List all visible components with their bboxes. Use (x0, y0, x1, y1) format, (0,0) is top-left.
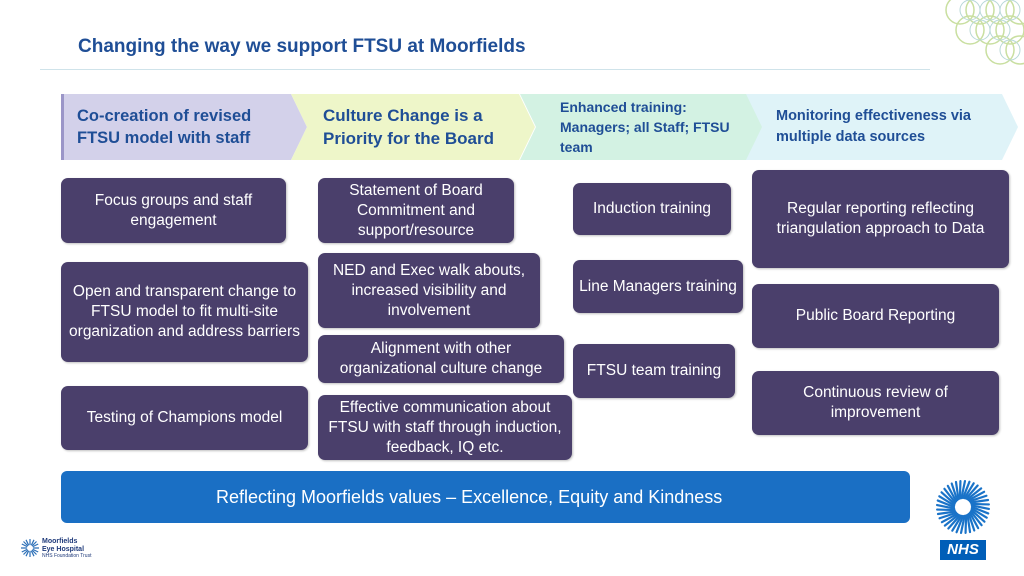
chevron-label: Culture Change is a Priority for the Boa… (323, 106, 494, 148)
item-public-board-reporting: Public Board Reporting (752, 284, 999, 348)
sunburst-ray (970, 502, 990, 506)
moorfields-logo-text: Moorfields Eye Hospital NHS Foundation T… (42, 538, 91, 561)
item-ned-exec-walkabouts: NED and Exec walk abouts, increased visi… (318, 253, 540, 328)
nhs-sunburst-icon (935, 479, 991, 535)
sunburst-ray (954, 480, 960, 501)
chevron-monitoring: Monitoring effectiveness via multiple da… (746, 94, 1018, 160)
nhs-badge: NHS (940, 540, 986, 560)
sunburst-ray (936, 510, 957, 516)
sunburst-ray (967, 490, 986, 502)
chevron-shape (520, 94, 764, 160)
item-culture-alignment: Alignment with other organizational cult… (318, 335, 564, 383)
chevron-label: Co-creation of revised FTSU model with s… (77, 107, 252, 147)
sunburst-ray (938, 495, 956, 507)
moorfields-emblem-icon (21, 539, 39, 557)
item-ftsu-team-training: FTSU team training (573, 344, 735, 398)
sunburst-ray (955, 514, 965, 534)
chevron-label: Monitoring effectiveness via multiple da… (776, 108, 971, 145)
item-open-transparent-change: Open and transparent change to FTSU mode… (61, 262, 308, 362)
sunburst-ray (963, 482, 975, 500)
item-testing-champions: Testing of Champions model (61, 386, 308, 450)
values-banner: Reflecting Moorfields values – Excellenc… (61, 471, 910, 523)
chevron-culture-change: Culture Change is a Priority for the Boa… (291, 94, 535, 160)
sunburst-ray (966, 513, 972, 534)
sunburst-ray (936, 508, 956, 512)
sunburst-ray (938, 511, 958, 520)
sunburst-ray (969, 510, 983, 527)
sunburst-ray (967, 512, 976, 532)
chevron-label: Enhanced training: Managers; all Staff; … (560, 99, 730, 155)
moorfields-logo: Moorfields Eye Hospital NHS Foundation T… (20, 538, 91, 563)
sunburst-ray (966, 487, 983, 501)
chevron-cocreation: Co-creation of revised FTSU model with s… (61, 94, 307, 160)
sunburst-ray (943, 487, 957, 504)
sunburst-ray (968, 494, 988, 503)
sunburst-ray (946, 484, 958, 503)
logo-line3: NHS Foundation Trust (42, 553, 92, 559)
item-regular-reporting: Regular reporting reflecting triangulati… (752, 170, 1009, 268)
chevron-training: Enhanced training: Managers; all Staff; … (520, 94, 764, 160)
logo-line2: Eye Hospital (42, 545, 85, 553)
sunburst-ray (961, 480, 971, 500)
sunburst-ray (970, 508, 986, 523)
sunburst-ray (950, 482, 959, 502)
sunburst-ray (959, 514, 966, 535)
item-board-commitment: Statement of Board Commitment and suppor… (318, 178, 514, 243)
sunburst-ray (970, 507, 988, 519)
title-divider (40, 69, 930, 70)
sunburst-ray (951, 514, 963, 532)
logo-line1: Moorfields (42, 538, 78, 545)
sunburst-ray (940, 491, 956, 506)
item-continuous-review: Continuous review of improvement (752, 371, 999, 435)
sunburst-ray (943, 513, 960, 527)
chevron-shape (291, 94, 535, 160)
sunburst-ray (969, 498, 990, 504)
item-effective-communication: Effective communication about FTSU with … (318, 395, 572, 460)
item-induction-training: Induction training (573, 183, 731, 235)
sunburst-ray (947, 514, 962, 530)
decorative-lattice (945, 0, 1024, 65)
sunburst-ray (936, 499, 956, 509)
item-focus-groups: Focus groups and staff engagement (61, 178, 286, 243)
sunburst-ray (968, 511, 980, 530)
chevron-shape (746, 94, 1018, 160)
chevron-shape (61, 94, 307, 160)
sunburst-ray (958, 480, 962, 500)
sunburst-ray (970, 504, 991, 511)
sunburst-ray (970, 505, 990, 515)
sunburst-ray (935, 503, 956, 510)
sunburst-ray (964, 484, 979, 500)
page-title: Changing the way we support FTSU at Moor… (78, 36, 526, 57)
sunburst-ray (964, 514, 968, 534)
sunburst-ray (940, 512, 959, 524)
sunburst-ray (960, 479, 967, 500)
item-line-managers-training: Line Managers training (573, 260, 743, 313)
